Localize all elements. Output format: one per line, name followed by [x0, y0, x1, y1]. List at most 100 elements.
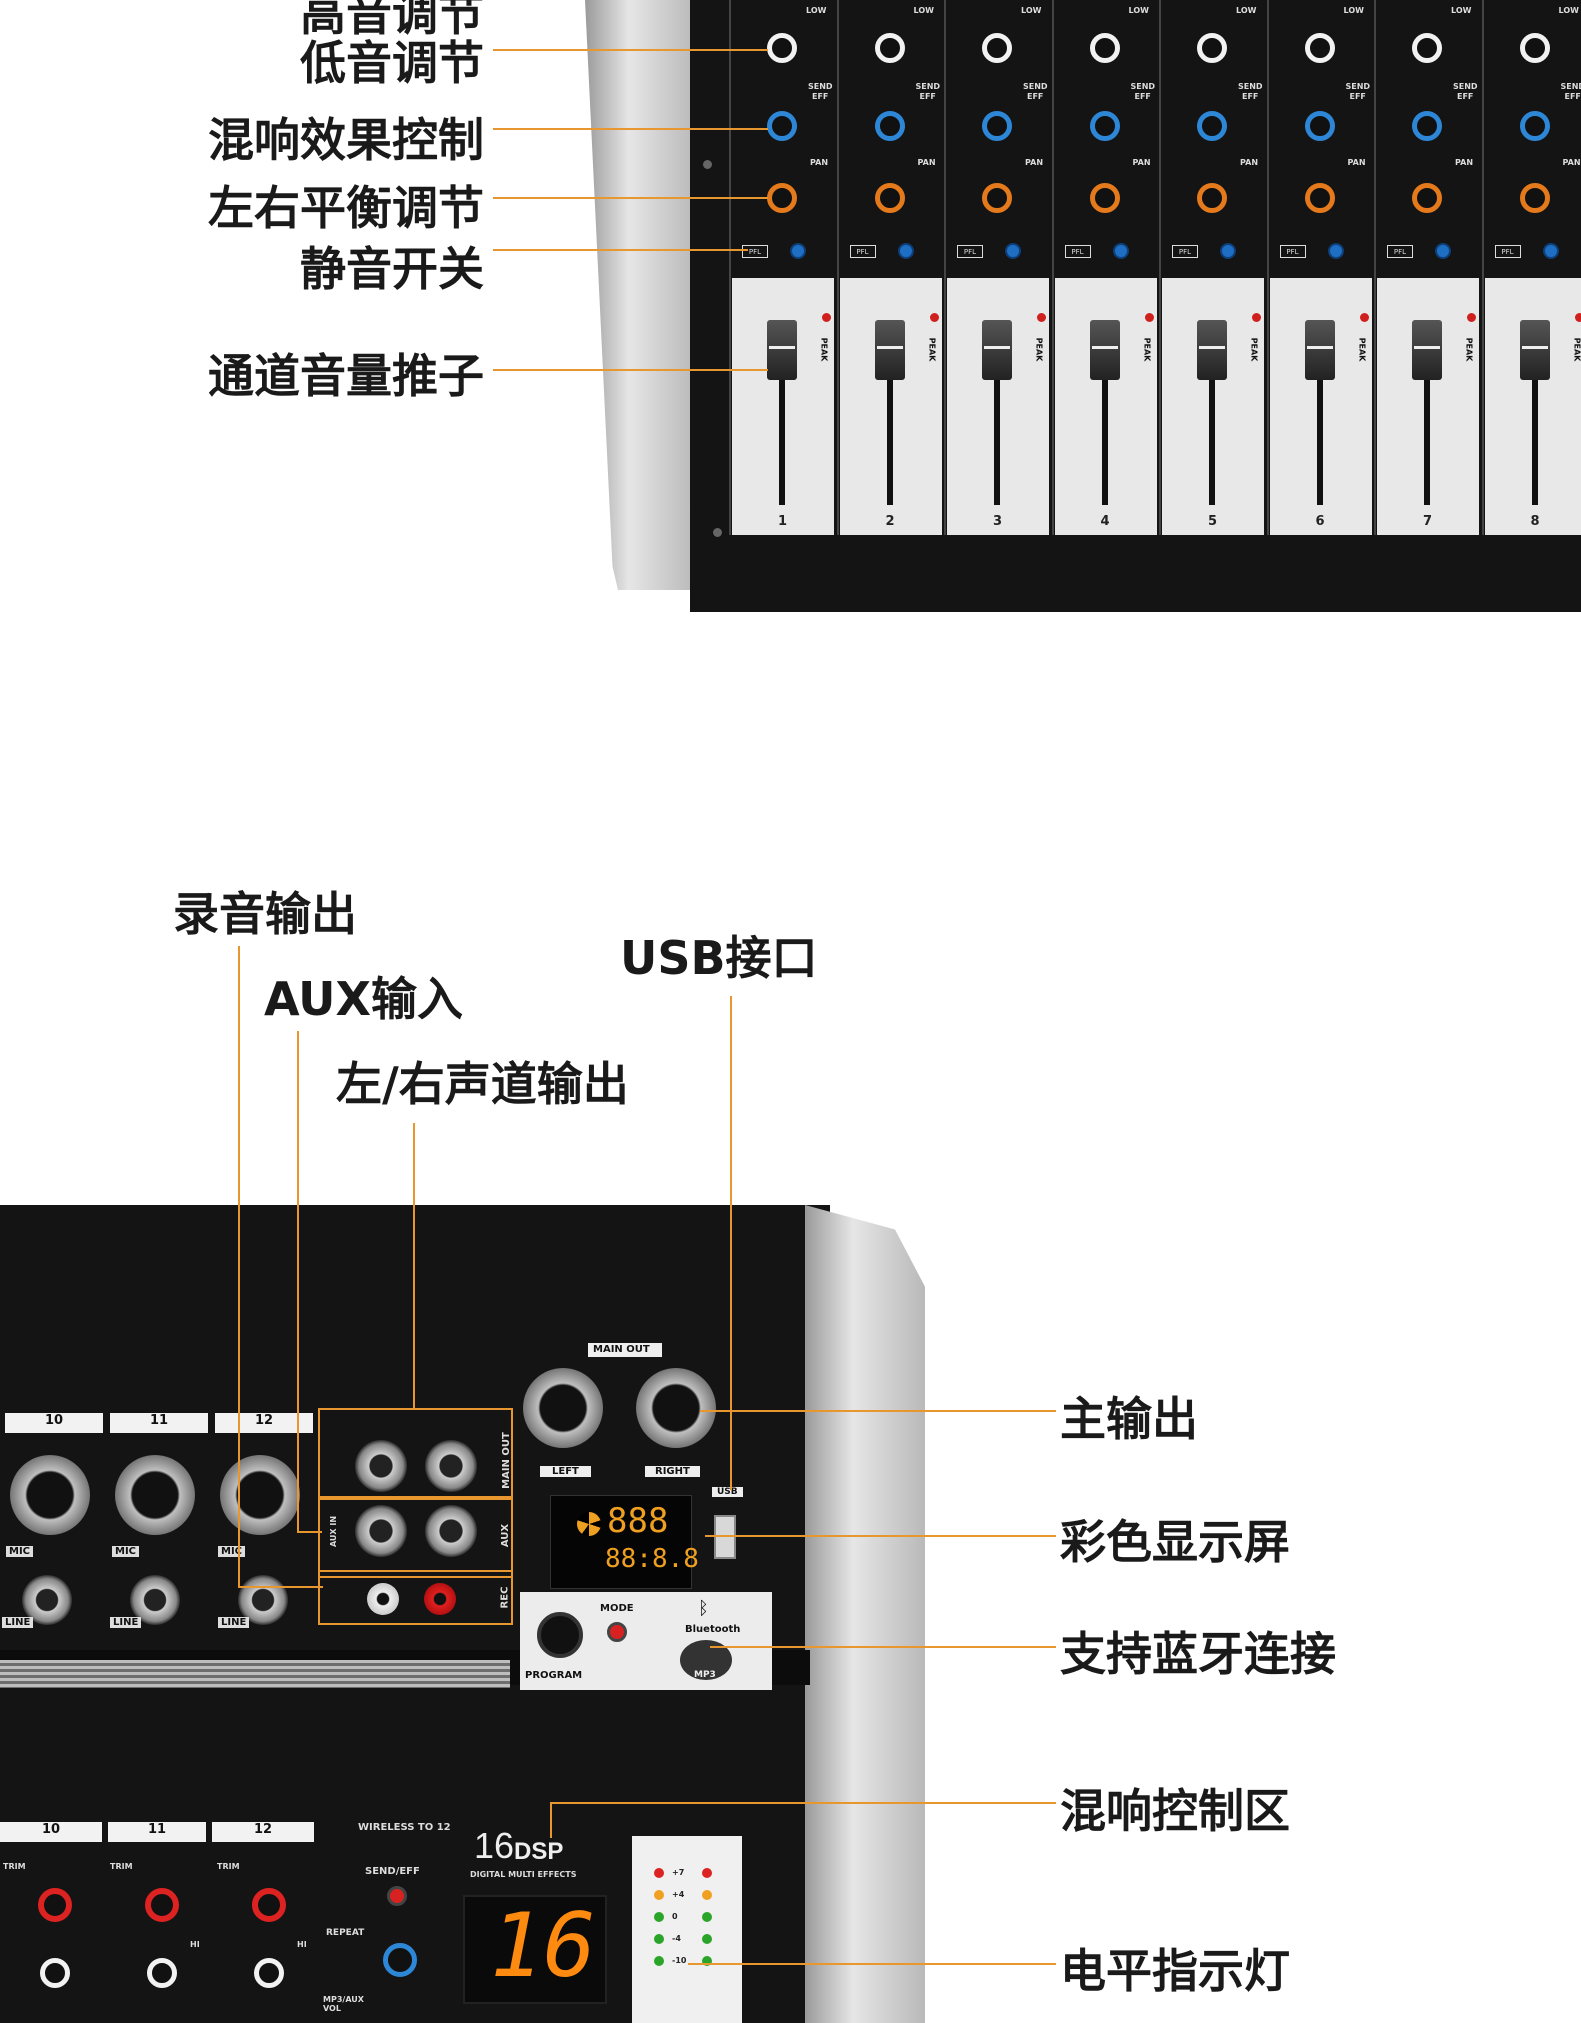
- effect-knob[interactable]: [1519, 111, 1550, 141]
- mute-button[interactable]: [1005, 243, 1021, 259]
- pan-knob[interactable]: [1089, 183, 1120, 213]
- eff-label: EFF: [919, 92, 936, 101]
- aux-in-jack[interactable]: [355, 1505, 407, 1557]
- effect-knob[interactable]: [1304, 111, 1335, 141]
- low-knob[interactable]: [982, 33, 1012, 63]
- channel-fader[interactable]: [1197, 320, 1227, 380]
- repeat-knob[interactable]: [383, 1943, 417, 1977]
- xlr-right-label: RIGHT: [645, 1466, 700, 1477]
- effect-knob[interactable]: [767, 111, 797, 141]
- line-input-10[interactable]: [22, 1575, 72, 1625]
- callout-pan-label: 左右平衡调节: [208, 181, 484, 235]
- mode-button[interactable]: [607, 1622, 627, 1642]
- low-knob[interactable]: [1089, 33, 1120, 63]
- channel-fader[interactable]: [1412, 320, 1442, 380]
- send-eff-button[interactable]: [387, 1886, 407, 1906]
- low-knob[interactable]: [874, 33, 905, 63]
- callout-line-effect: [493, 128, 768, 130]
- mute-button[interactable]: [1327, 243, 1344, 259]
- hi-knob-12[interactable]: [254, 1958, 284, 1988]
- main-out-xlr-left[interactable]: [523, 1368, 603, 1448]
- channel-number: 2: [885, 514, 895, 529]
- peak-label: PEAK: [1034, 337, 1044, 362]
- trim-knob-11[interactable]: [145, 1888, 179, 1922]
- channel-divider: [1159, 0, 1161, 535]
- send-label: SEND: [808, 82, 833, 91]
- low-label: LOW: [1451, 6, 1472, 15]
- callout-line-lr: [413, 1123, 415, 1408]
- mute-button[interactable]: [897, 243, 914, 259]
- effect-knob[interactable]: [982, 111, 1012, 141]
- pan-label: PAN: [810, 158, 829, 167]
- rec-right-rca[interactable]: [424, 1583, 456, 1615]
- effect-knob[interactable]: [1412, 111, 1442, 141]
- pan-knob[interactable]: [1197, 183, 1227, 213]
- callout-line-bass: [493, 49, 768, 51]
- main-out-right-jack[interactable]: [425, 1440, 477, 1492]
- xlr-input-10[interactable]: [10, 1455, 90, 1535]
- channel-number-10b: 10: [0, 1822, 102, 1842]
- xlr-input-11[interactable]: [115, 1455, 195, 1535]
- channel-strip: LOW SEND EFF PAN PFL PEAK 4: [1054, 0, 1157, 540]
- channel-fader[interactable]: [1519, 320, 1550, 380]
- low-label: LOW: [1236, 6, 1257, 15]
- effect-knob[interactable]: [1197, 111, 1227, 141]
- mixer-top-screw: [703, 160, 712, 169]
- trim-knob-12[interactable]: [252, 1888, 286, 1922]
- usb-port[interactable]: [714, 1515, 736, 1559]
- meter-led-left: [654, 1934, 664, 1944]
- channel-fader[interactable]: [1089, 320, 1120, 380]
- mute-button[interactable]: [1112, 243, 1129, 259]
- mute-button[interactable]: [790, 243, 806, 259]
- pan-knob[interactable]: [767, 183, 797, 213]
- line-input-12[interactable]: [238, 1575, 288, 1625]
- channel-fader[interactable]: [982, 320, 1012, 380]
- rec-left-rca[interactable]: [367, 1583, 399, 1615]
- line-input-11[interactable]: [130, 1575, 180, 1625]
- channel-fader[interactable]: [1304, 320, 1335, 380]
- pfl-label: PFL: [957, 245, 983, 258]
- main-out-left-jack[interactable]: [355, 1440, 407, 1492]
- effect-knob[interactable]: [1089, 111, 1120, 141]
- channel-fader[interactable]: [767, 320, 797, 380]
- callout-effect-label: 混响效果控制: [208, 113, 484, 167]
- callout-line-main: [700, 1410, 1056, 1412]
- pan-knob[interactable]: [1304, 183, 1335, 213]
- effect-knob[interactable]: [874, 111, 905, 141]
- send-out-jack[interactable]: [425, 1505, 477, 1557]
- aux-in-label: AUX IN: [329, 1515, 339, 1548]
- mic-label-11: MIC: [112, 1546, 140, 1557]
- main-out-xlr-right[interactable]: [636, 1368, 716, 1448]
- peak-label: PEAK: [1249, 337, 1259, 362]
- xlr-input-12[interactable]: [220, 1455, 300, 1535]
- low-knob[interactable]: [1304, 33, 1335, 63]
- mute-button[interactable]: [1435, 243, 1451, 259]
- send-label: SEND: [1238, 82, 1263, 91]
- program-knob[interactable]: [537, 1612, 583, 1658]
- mute-button[interactable]: [1542, 243, 1559, 259]
- pan-knob[interactable]: [874, 183, 905, 213]
- channel-strip: LOW SEND EFF PAN PFL PEAK 3: [947, 0, 1049, 540]
- pan-knob[interactable]: [982, 183, 1012, 213]
- trim-label-12: TRIM: [217, 1862, 240, 1871]
- low-knob[interactable]: [1197, 33, 1227, 63]
- pan-label: PAN: [1025, 158, 1044, 167]
- hi-label-12: HI: [297, 1940, 307, 1949]
- mute-button[interactable]: [1220, 243, 1236, 259]
- pan-knob[interactable]: [1412, 183, 1442, 213]
- low-knob[interactable]: [767, 33, 797, 63]
- callout-rec-out-label: 录音输出: [173, 887, 357, 941]
- hi-knob-10[interactable]: [40, 1958, 70, 1988]
- low-knob[interactable]: [1519, 33, 1550, 63]
- callout-line-rec-h: [238, 1586, 323, 1588]
- trim-knob-10[interactable]: [38, 1888, 72, 1922]
- hi-knob-11[interactable]: [147, 1958, 177, 1988]
- peak-label: PEAK: [926, 337, 936, 362]
- low-knob[interactable]: [1412, 33, 1442, 63]
- pan-knob[interactable]: [1519, 183, 1550, 213]
- channel-fader[interactable]: [874, 320, 905, 380]
- channel-divider: [729, 0, 731, 535]
- callout-level-label: 电平指示灯: [1060, 1944, 1290, 1998]
- mp3-label: MP3: [694, 1670, 716, 1680]
- pfl-label: PFL: [1494, 245, 1521, 258]
